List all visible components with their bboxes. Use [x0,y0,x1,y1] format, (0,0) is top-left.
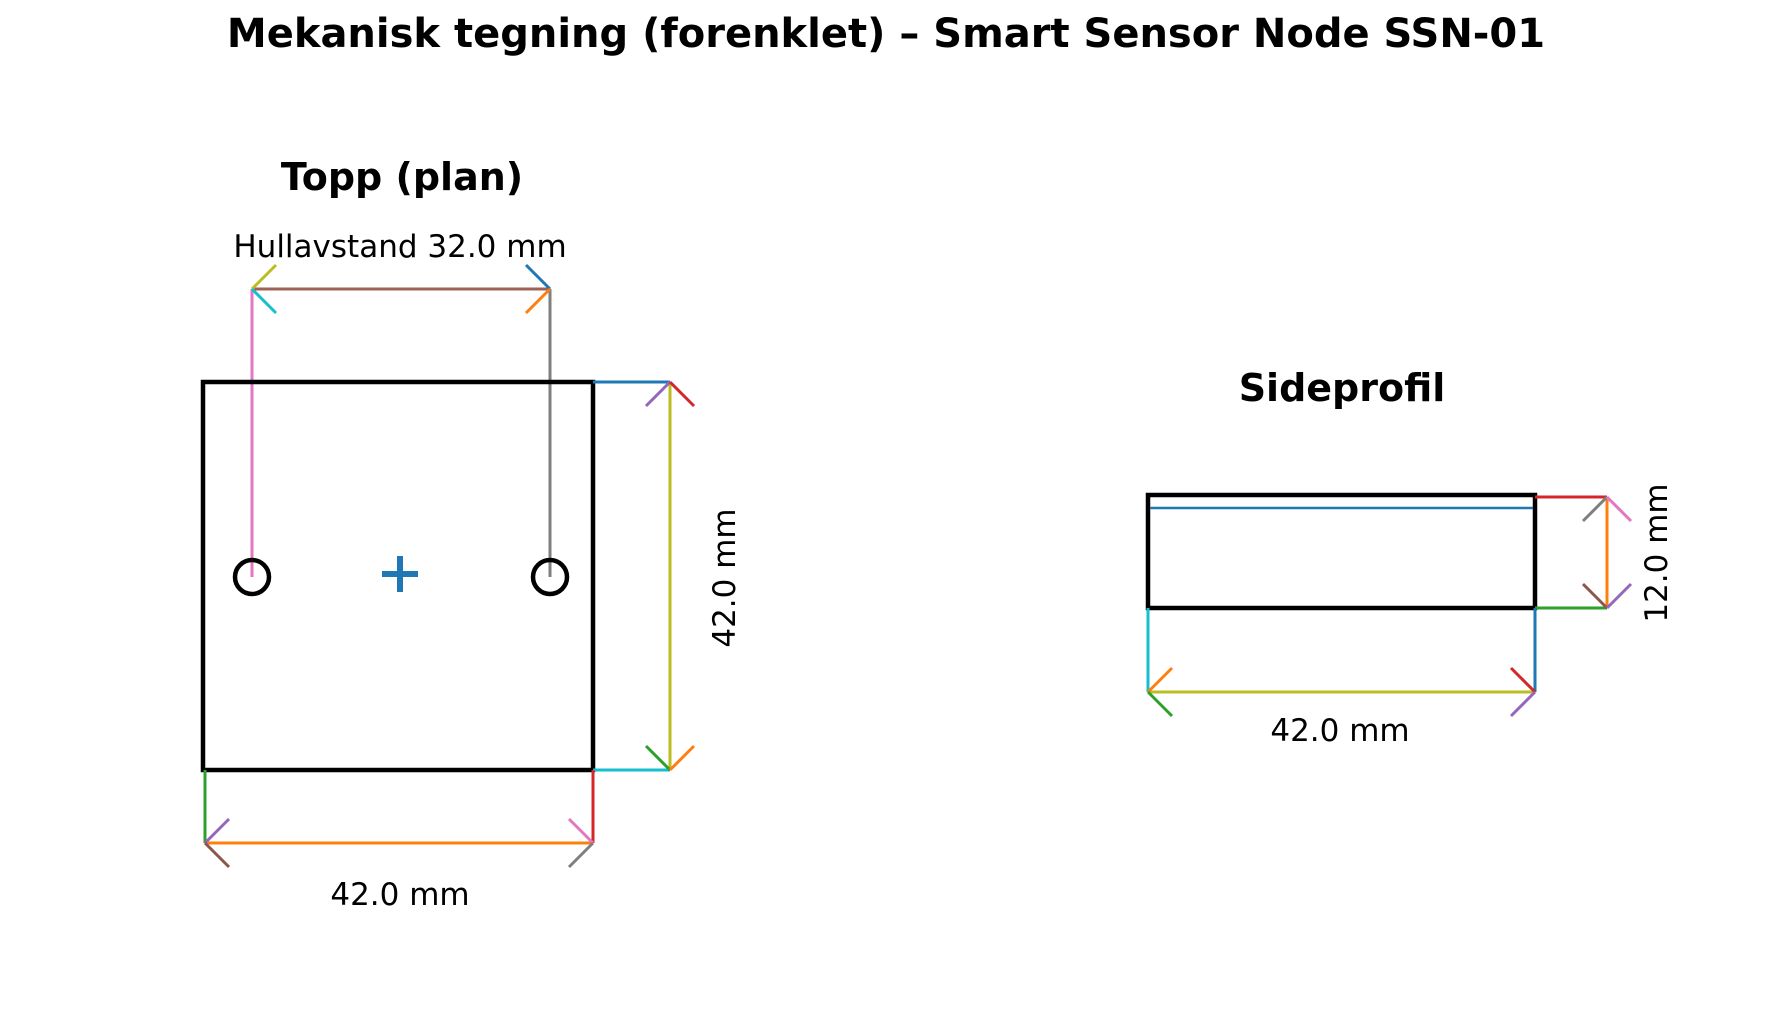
side-thickness-label: 12.0 mm [1639,483,1675,622]
top-width-arrow-right-upper [567,817,595,845]
top-height-arrow-bottom-left [644,744,672,772]
top-view-mounting-hole-right [530,557,570,597]
side-view-profile-outline [1145,492,1538,611]
side-thickness-arrow-bottom-left [1581,582,1609,610]
top-height-arrow-top-left [644,380,672,408]
side-width-arrow-left-lower [1146,690,1174,718]
top-hole-spacing-arrow-left-lower [250,287,278,315]
top-hole-spacing-arrow-right-lower [524,287,552,315]
side-thickness-arrow-top-right [1605,495,1633,523]
side-width-arrow-right-upper [1509,666,1537,694]
side-width-arrow-right-lower [1509,690,1537,718]
top-height-label: 42.0 mm [707,508,743,647]
top-hole-spacing-arrow-right-upper [524,263,552,291]
top-width-label: 42.0 mm [330,877,469,913]
top-view-plate-outline [200,379,596,773]
side-width-label: 42.0 mm [1270,713,1409,749]
top-view-heading: Topp (plan) [281,155,523,199]
side-thickness-arrow-top-left [1581,495,1609,523]
top-view-mounting-hole-left [232,557,272,597]
side-view-heading: Sideprofil [1239,366,1446,410]
top-width-arrow-left-upper [203,817,231,845]
top-hole-spacing-arrow-left-upper [250,263,278,291]
drawing-title: Mekanisk tegning (forenklet) – Smart Sen… [227,11,1545,57]
top-width-arrow-right-lower [567,841,595,869]
top-height-arrow-bottom-right [668,744,696,772]
side-width-arrow-left-upper [1146,666,1174,694]
top-height-arrow-top-right [668,380,696,408]
side-thickness-arrow-bottom-right [1605,582,1633,610]
top-width-arrow-left-lower [203,841,231,869]
top-hole-spacing-label: Hullavstand 32.0 mm [233,229,566,265]
